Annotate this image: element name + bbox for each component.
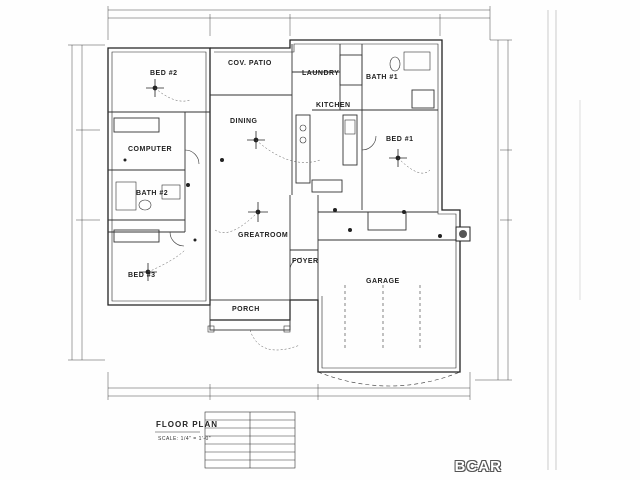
room-label-laundry: LAUNDRY — [302, 70, 340, 77]
bcar-watermark: BCAR — [454, 458, 502, 475]
room-label-garage: GARAGE — [366, 278, 400, 285]
room-label-bed1: BED #1 — [386, 136, 414, 143]
room-label-bed3: BED #3 — [128, 272, 156, 279]
room-label-dining: DINING — [230, 118, 258, 125]
room-label-cov-patio: COV. PATIO — [228, 60, 272, 67]
room-label-computer: COMPUTER — [128, 146, 173, 153]
room-label-kitchen: KITCHEN — [316, 102, 351, 109]
ceiling-fan-icons — [139, 79, 407, 281]
room-label-foyer: FOYER — [292, 258, 319, 265]
room-label-bath2: BATH #2 — [136, 190, 169, 197]
floor-plan-scale: SCALE: 1/4" = 1'-0" — [158, 436, 212, 442]
floor-plan-title: FLOOR PLAN — [156, 420, 218, 429]
room-label-bed2: BED #2 — [150, 70, 178, 77]
room-label-bath1: BATH #1 — [366, 74, 399, 81]
room-label-porch: PORCH — [232, 306, 260, 313]
room-label-greatroom: GREATROOM — [238, 232, 289, 239]
